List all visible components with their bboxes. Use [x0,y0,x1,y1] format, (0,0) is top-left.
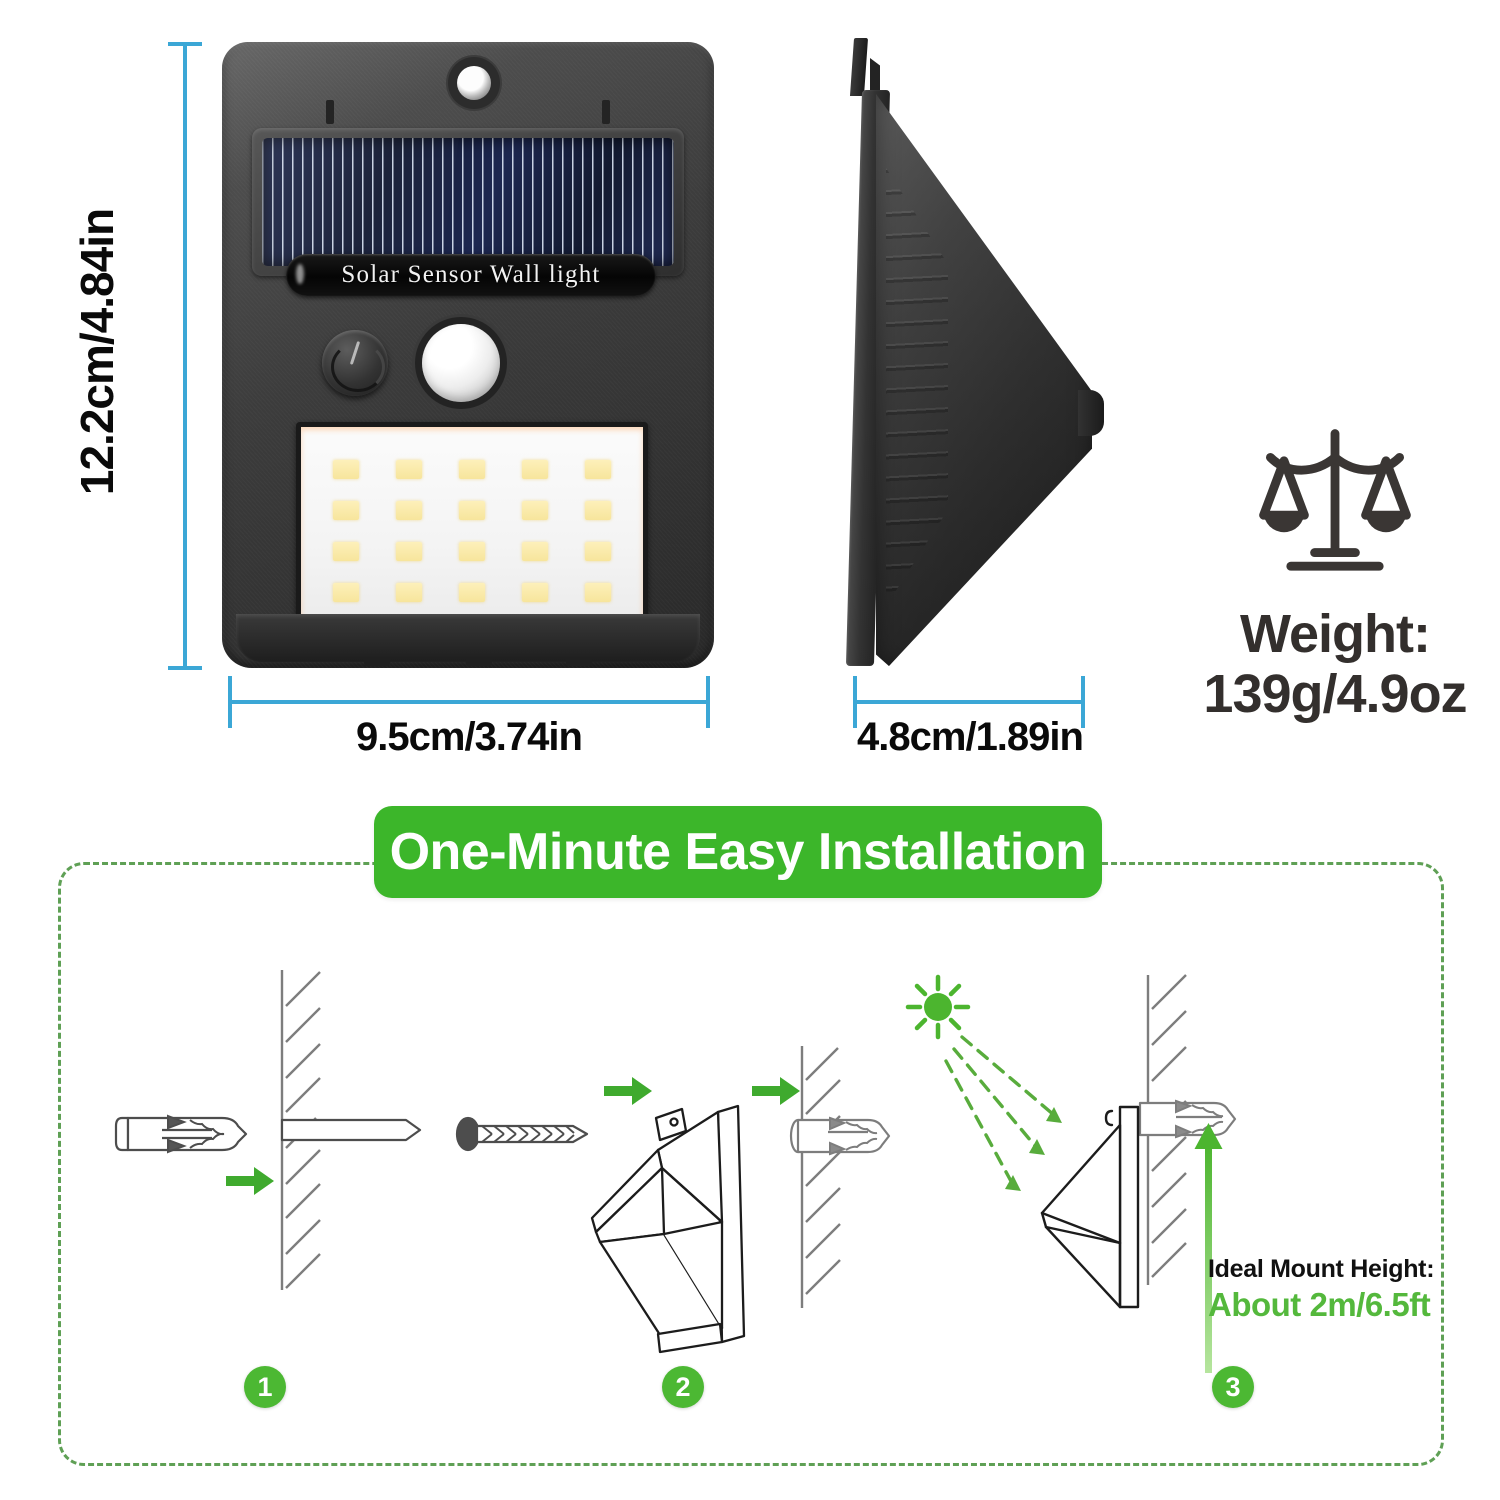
led-chip [521,583,548,602]
width-dimension-line [228,700,710,704]
rim-nub [466,659,492,666]
side-knob-bump [1078,390,1104,436]
rim-nub [364,659,390,666]
product-name-plate: Solar Sensor Wall light [286,254,656,296]
depth-dimension-line [853,700,1085,704]
name-plate-glint [296,264,304,284]
weight-value: 139g/4.9oz [1203,664,1467,725]
step-badge-1: 1 [244,1366,286,1408]
led-chip [584,460,611,479]
led-chip [396,583,423,602]
width-dimension-label: 9.5cm/3.74in [356,715,583,759]
led-chip [333,501,360,520]
led-chip [458,460,485,479]
led-panel [301,427,643,639]
ray-arrowheads [1005,1107,1062,1191]
led-chip [521,460,548,479]
green-arrow-icon [604,1077,652,1105]
led-chip [333,542,360,561]
led-chip [584,542,611,561]
side-mount-clip [870,58,880,100]
led-chip [458,583,485,602]
installation-banner: One-Minute Easy Installation [374,806,1102,898]
height-dimension-label: 12.2cm/4.84in [71,208,123,496]
solar-cell-grid [262,138,674,266]
led-chip [584,501,611,520]
mount-height-caption: Ideal Mount Height: About 2m/6.5ft [1208,1254,1458,1324]
led-chip [396,501,423,520]
product-front-view: Solar Sensor Wall light [222,42,714,668]
led-chip [396,460,423,479]
balance-scale-icon [1259,429,1411,571]
adjust-knob-icon [322,330,388,396]
product-side-view [840,38,1104,670]
top-tab-right [602,100,610,124]
green-arrow-icon [752,1077,800,1105]
led-chip [584,583,611,602]
solar-panel [252,128,684,276]
installation-banner-text: One-Minute Easy Installation [389,823,1087,881]
mount-height-arrow [1194,1123,1223,1373]
top-tab-left [326,100,334,124]
led-chip [521,542,548,561]
lamp-bottom-rim [236,614,700,666]
knob-arc [331,342,385,392]
install-step-1-illustration [114,970,422,1290]
product-name-text: Solar Sensor Wall light [341,261,601,288]
led-panel-bezel [296,422,648,644]
install-step-3-illustration [905,974,1237,1373]
mount-height-title: Ideal Mount Height: [1208,1255,1435,1283]
sun-icon [905,974,971,1040]
mount-hole-icon [457,66,491,100]
rim-nub [566,659,592,666]
height-dimension-line [183,42,187,670]
step-badge-2: 2 [662,1366,704,1408]
led-chip [521,501,548,520]
side-mount-bracket [849,38,869,96]
led-chip [333,460,360,479]
depth-dimension-label: 4.8cm/1.89in [857,715,1084,759]
pir-sensor-icon [422,324,500,402]
weight-label: Weight: [1240,604,1431,664]
weight-block: Weight: 139g/4.9oz [1190,420,1480,725]
led-chip [458,501,485,520]
step-badge-3: 3 [1212,1366,1254,1408]
mount-height-value: About 2m/6.5ft [1208,1285,1431,1323]
led-chip [333,583,360,602]
led-chip [396,542,423,561]
sun-rays [944,1035,1056,1185]
green-arrow-icon [226,1167,274,1195]
led-chip [458,542,485,561]
height-dimension-cap-bottom [168,666,202,670]
install-step-2-illustration [455,1046,891,1354]
